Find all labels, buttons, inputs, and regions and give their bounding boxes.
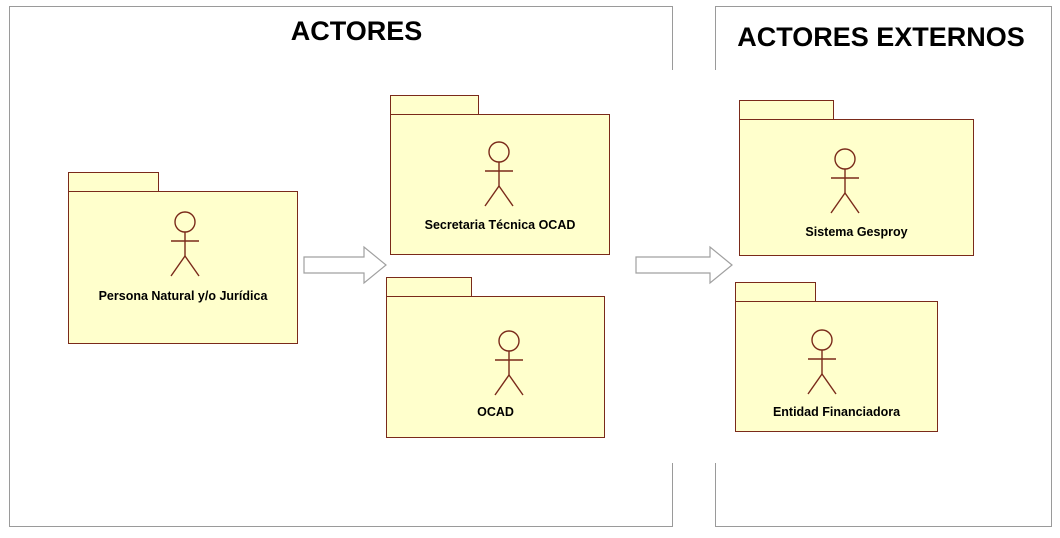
actores-externos-frame [715,6,1052,527]
actor-icon [807,329,837,395]
actor-icon [484,141,514,207]
actores-title: ACTORES [290,16,423,46]
package-label: Sistema Gesproy [805,225,908,239]
package-ocad[interactable]: OCAD [386,277,605,438]
actores-externos-title: ACTORES EXTERNOS [737,22,1025,52]
arrow-icon [635,245,733,285]
arrow-icon [303,245,387,285]
package-label: Entidad Financiadora [772,405,901,419]
package-secretaria-tecnica-ocad[interactable]: Secretaria Técnica OCAD [390,95,610,255]
actor-icon [494,330,524,396]
actor-icon [830,148,860,214]
package-entidad-financiadora[interactable]: Entidad Financiadora [735,282,938,432]
package-label: Persona Natural y/o Jurídica [98,289,268,303]
package-sistema-gesproy[interactable]: Sistema Gesproy [739,100,974,256]
package-persona[interactable]: Persona Natural y/o Jurídica [68,172,298,344]
package-label: OCAD [477,405,514,419]
package-label: Secretaria Técnica OCAD [424,218,576,232]
actor-icon [170,211,200,277]
